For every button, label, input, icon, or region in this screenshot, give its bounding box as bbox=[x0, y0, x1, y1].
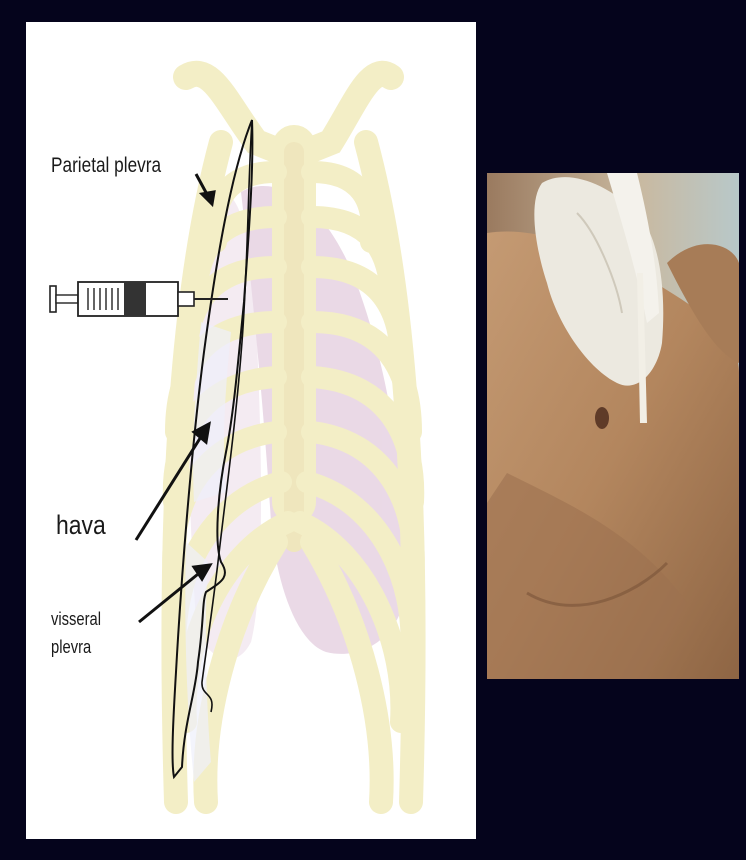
diagram-panel: Parietal plevra hava visseral plevra bbox=[26, 22, 476, 839]
air-label: hava bbox=[56, 510, 106, 541]
ribcage-illustration bbox=[26, 22, 476, 839]
thoracentesis-photo bbox=[487, 173, 739, 679]
parietal-pleura-label: Parietal plevra bbox=[51, 154, 161, 178]
visceral-label-line2: plevra bbox=[51, 633, 101, 661]
photo-illustration bbox=[487, 173, 739, 679]
visceral-label-line1: visseral bbox=[51, 605, 101, 633]
visceral-pleura-label: visseral plevra bbox=[51, 605, 101, 661]
